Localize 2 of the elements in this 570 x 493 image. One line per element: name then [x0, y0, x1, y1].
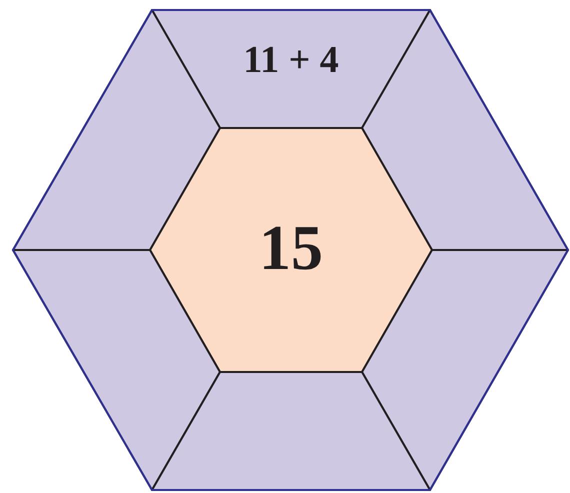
center-number: 15 [259, 216, 323, 280]
sum-expression: 11 + 4 [243, 41, 339, 79]
